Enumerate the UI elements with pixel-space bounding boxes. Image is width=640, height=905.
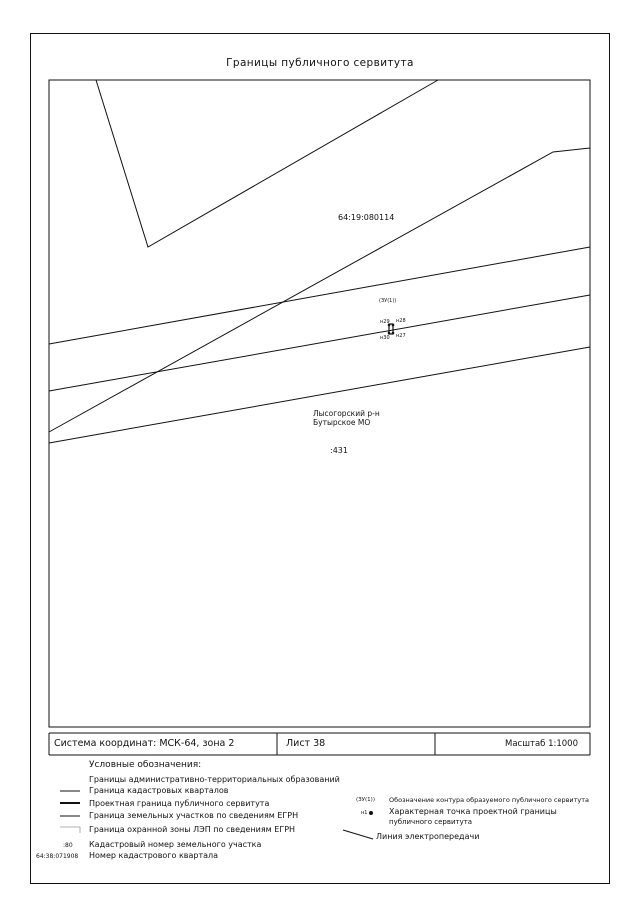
power-line — [48, 147, 591, 433]
map-title: Границы публичного сервитута — [226, 57, 414, 69]
map-area-border — [48, 79, 591, 728]
point-label: н30 — [380, 335, 390, 341]
legend-item-quarter-number: Номер кадастрового квартала — [89, 851, 219, 860]
legend-item-power-line: Линия электропередачи — [376, 832, 480, 841]
legend-item-parcel-boundary: Граница земельных участков по сведениям … — [89, 811, 299, 820]
legend-symbol-quarter-number: 64:38:071908 — [36, 853, 79, 860]
point-marker — [391, 331, 395, 335]
coordinate-system: Система координат: МСК-64, зона 2 — [54, 738, 235, 749]
parcel-boundary-upper — [48, 246, 591, 345]
legend-item-contour: Обозначение контура образуемого публично… — [389, 796, 590, 804]
sheet-frame — [30, 33, 610, 884]
quarter-boundary-line — [95, 79, 439, 248]
legend-item-parcel-number: Кадастровый номер земельного участка — [89, 840, 262, 849]
point-marker — [387, 331, 391, 335]
legend-symbol-parcel-number: :80 — [63, 842, 73, 849]
legend-item-point: Характерная точка проектной границы — [389, 807, 557, 816]
legend-item-admin-boundary: Границы административно-территориальных … — [89, 775, 340, 784]
point-marker — [391, 323, 395, 327]
legend-symbol-zone-line — [60, 826, 81, 833]
point-marker — [387, 323, 391, 327]
legend-item-point-line2: публичного сервитута — [389, 818, 473, 826]
point-label: н27 — [396, 333, 406, 339]
legend-symbol-power-line — [342, 829, 374, 840]
sheet-number: Лист 38 — [286, 738, 326, 749]
district-label: Лысогорский р-н — [313, 409, 380, 418]
contour-label: (ЗУ(1)) — [379, 298, 397, 304]
easement-contour — [388, 323, 394, 335]
legend-item-easement-boundary: Проектная граница публичного сервитута — [89, 799, 270, 808]
point-label: н29 — [380, 319, 390, 325]
quarter-number-label: 64:19:080114 — [338, 213, 395, 222]
legend-item-quarter-boundary: Граница кадастровых кварталов — [89, 786, 229, 795]
legend-heading: Условные обозначения: — [89, 760, 202, 770]
map-scale: Масштаб 1:1000 — [505, 739, 579, 749]
legend-symbol-contour: (ЗУ(1)) — [356, 797, 375, 803]
legend-symbol-point-label: н1 — [361, 810, 368, 816]
municipality-label: Бутырское МО — [313, 418, 371, 427]
point-label: н28 — [396, 318, 406, 324]
parcel-boundary-lower — [48, 346, 591, 444]
parcel-boundary-middle — [48, 294, 591, 392]
parcel-number-label: :431 — [330, 446, 348, 455]
legend-symbol-point — [369, 811, 373, 815]
legend-item-power-zone: Граница охранной зоны ЛЭП по сведениям Е… — [89, 825, 296, 834]
